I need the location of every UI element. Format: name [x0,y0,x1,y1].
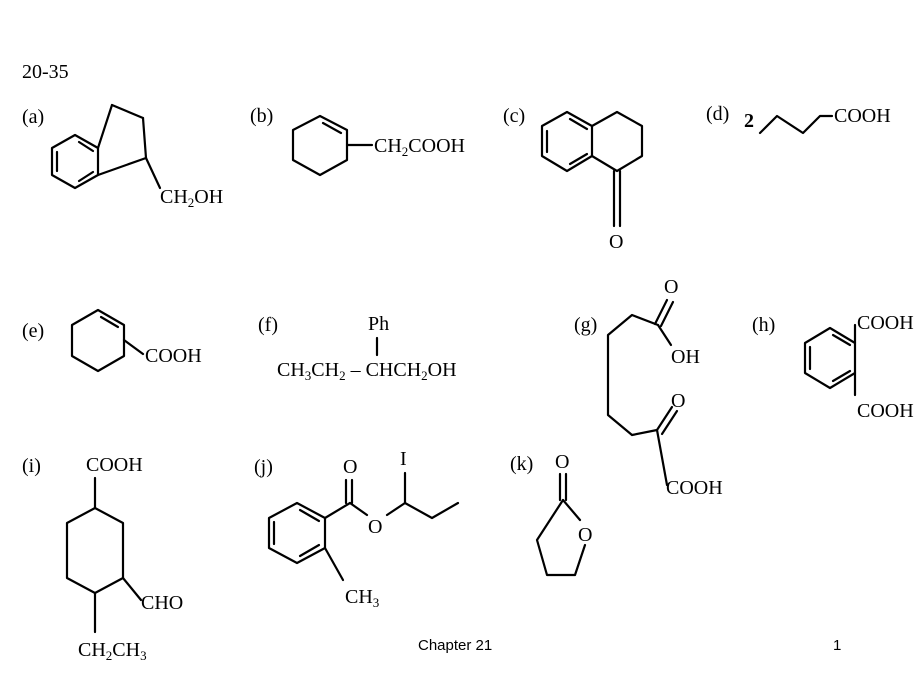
structure-h: (h) COOH COOH [752,312,914,422]
formula-f: CH3CH2 – CHCH2OH [277,359,457,383]
structure-k-bonds [535,472,587,577]
structure-a-bonds [50,103,162,190]
label-a: (a) [22,106,44,128]
o-carbonyl-k: O [555,451,569,473]
label-e: (e) [22,320,44,342]
label-b: (b) [250,105,273,127]
group-d: COOH [834,105,891,127]
structure-e-bonds [70,308,145,373]
label-j: (j) [254,456,273,478]
o-ring-k: O [578,524,592,546]
structure-b-bonds [291,114,374,177]
label-i: (i) [22,455,41,477]
branch-j: I [400,448,407,470]
structure-e: (e) COOH [22,308,202,373]
cooh-top-h: COOH [857,312,914,334]
label-d: (d) [706,103,729,125]
cooh-g: COOH [666,477,723,499]
label-k: (k) [510,453,533,475]
o-carbonyl-j: O [343,456,357,478]
group-a: CH2OH [160,186,223,210]
group-b: CH2COOH [374,135,465,159]
footer-chapter: Chapter 21 [418,637,493,654]
structure-d: (d) 2 COOH [706,103,891,135]
structure-c: (c) O [503,105,644,253]
structure-j: (j) O I O CH3 [254,448,460,610]
page-number: 1 [833,637,842,654]
oh-g: OH [671,346,700,368]
group-e: COOH [145,345,202,367]
structure-a: (a) CH2OH [22,103,223,210]
ethyl-i: CH2CH3 [78,639,147,663]
o-top-g: O [664,276,678,298]
o-mid-g: O [671,390,685,412]
structure-i: (i) COOH CHO CH2CH3 [22,454,183,663]
structure-j-bonds [267,471,460,582]
structure-h-bonds [803,323,857,397]
structure-i-bonds [65,476,143,634]
chain-d [758,114,834,135]
cooh-i: COOH [86,454,143,476]
oxygen-c: O [609,231,623,253]
ch3-j: CH3 [345,586,379,610]
problem-number: 20-35 [22,61,69,83]
o-ester-j: O [368,516,382,538]
cooh-bottom-h: COOH [857,400,914,422]
label-h: (h) [752,314,775,336]
label-f: (f) [258,314,278,336]
structure-k: (k) O O [510,451,592,577]
label-g: (g) [574,314,597,336]
structure-g-bonds [606,298,679,487]
structure-b: (b) CH2COOH [250,105,465,177]
prefix-d: 2 [744,110,754,132]
structure-f: (f) Ph CH3CH2 – CHCH2OH [258,313,457,383]
structure-c-bonds [540,110,644,228]
cho-i: CHO [141,592,183,614]
label-c: (c) [503,105,525,127]
top-f: Ph [368,313,389,335]
structure-g: (g) O OH O COOH [574,276,723,499]
